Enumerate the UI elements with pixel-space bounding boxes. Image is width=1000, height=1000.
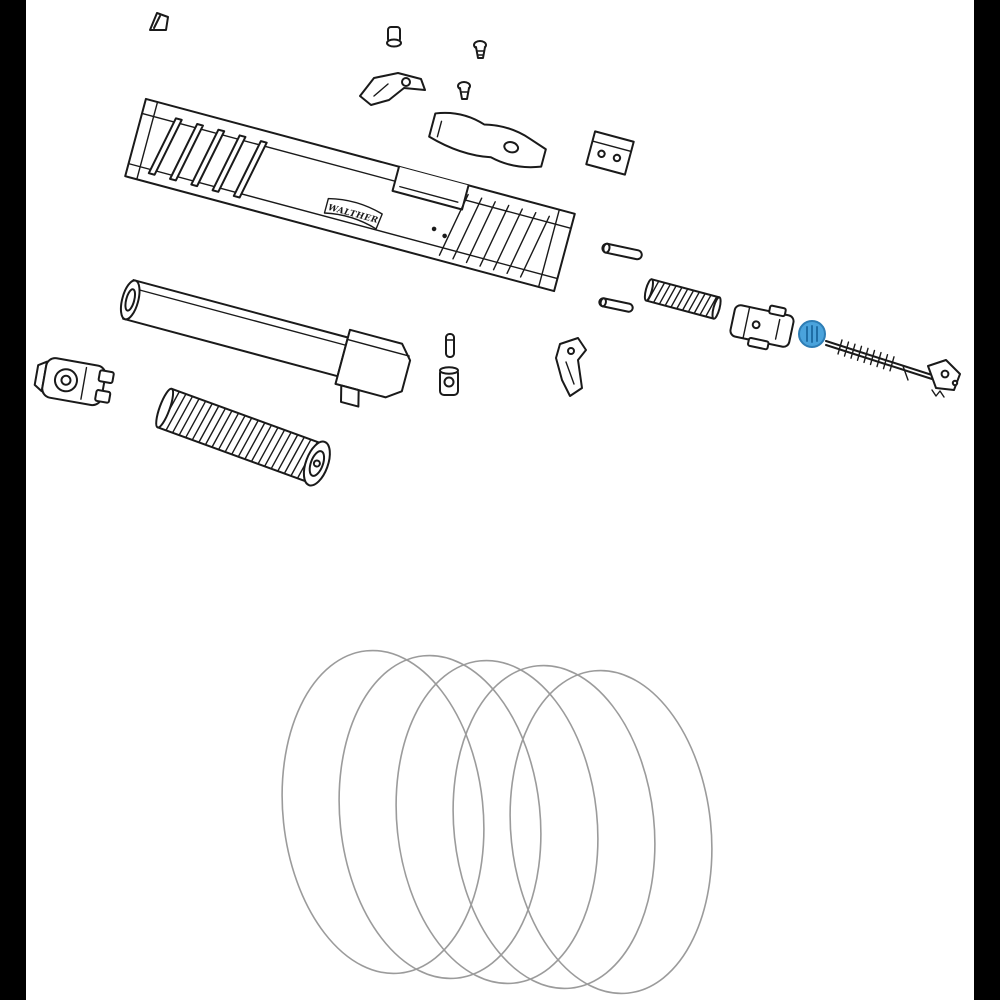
striker-housing <box>729 304 795 351</box>
slide: WALTHER <box>124 97 576 293</box>
cover-plate <box>428 111 547 169</box>
spring-coil-4 <box>452 664 656 990</box>
large-coil-spring <box>281 649 713 995</box>
right-frame-bar <box>974 0 1000 1000</box>
screw-top <box>473 40 487 59</box>
retaining-pin <box>601 242 643 261</box>
extractor <box>555 337 587 397</box>
front-sight <box>149 12 169 31</box>
screw-mid <box>457 81 471 100</box>
striker-rod-assembly <box>825 339 961 398</box>
left-frame-bar <box>0 0 26 1000</box>
takedown-lever <box>359 72 426 106</box>
barrel <box>119 279 412 408</box>
recoil-spring-assembly <box>155 387 331 487</box>
striker-spring <box>643 278 722 320</box>
lower-pin <box>598 297 634 313</box>
spring-coil-2 <box>338 654 542 980</box>
spring-coil-3 <box>395 659 599 985</box>
front-cap <box>33 357 115 407</box>
striker-cap <box>386 26 402 48</box>
extractor-pin <box>445 333 455 358</box>
spring-coil-1 <box>281 649 485 975</box>
highlighted-bushing[interactable] <box>798 320 826 348</box>
plunger-sleeve <box>439 366 459 396</box>
rear-sight-block <box>585 130 635 176</box>
spring-coil-5 <box>509 669 713 995</box>
